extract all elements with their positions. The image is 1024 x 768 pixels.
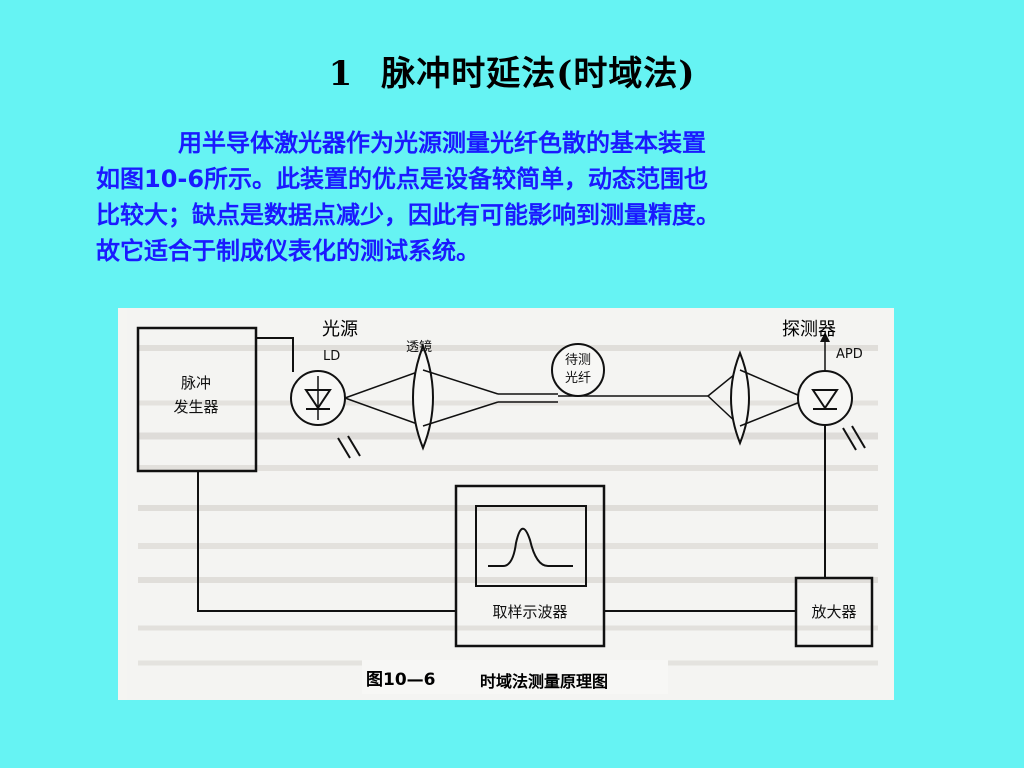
title-text: 脉冲时延法(时域法): [381, 54, 696, 94]
apd-label: APD: [836, 347, 863, 362]
figure-caption: 时域法测量原理图: [480, 672, 608, 691]
oscilloscope-label: 取样示波器: [492, 603, 567, 621]
pulse-generator-label: 脉冲: [181, 374, 211, 392]
paragraph-line: 比较大；缺点是数据点减少，因此有可能影响到测量精度。: [96, 201, 720, 229]
paragraph-line: 如图10-6所示。此装置的优点是设备较简单，动态范围也: [96, 165, 709, 193]
fiber-label: 待测: [565, 353, 591, 368]
lens-label: 透镜: [406, 340, 432, 355]
light-source-annotation: 光源: [322, 319, 358, 340]
apd-detector-icon: [797, 370, 853, 426]
generator-to-scope-wire: [197, 471, 456, 612]
time-domain-diagram: 脉冲 发生器 LD 透镜 待测 光纤 APD 取样示波器 放大器: [118, 308, 894, 700]
paragraph-line: 故它适合于制成仪表化的测试系统。: [96, 237, 480, 265]
diode-symbol-icon: [811, 389, 839, 410]
sampling-oscilloscope-box: [454, 484, 606, 648]
page-title: 1 脉冲时延法(时域法): [0, 46, 1024, 95]
generator-to-ld-wire: [256, 337, 294, 372]
pulse-generator-label: 发生器: [173, 398, 218, 416]
amplifier-label: 放大器: [811, 603, 856, 621]
title-number: 1: [328, 54, 354, 94]
description-paragraph: 用半导体激光器作为光源测量光纤色散的基本装置 如图10-6所示。此装置的优点是设…: [96, 125, 996, 269]
oscilloscope-screen: [475, 505, 587, 587]
scan-background-texture: [118, 308, 894, 700]
ld-label: LD: [323, 349, 340, 364]
fiber-label: 光纤: [565, 371, 591, 386]
detector-annotation: 探测器: [782, 319, 836, 340]
diagram-svg: 脉冲 发生器 LD 透镜 待测 光纤 APD 取样示波器 放大器: [118, 308, 894, 700]
fiber-coil-icon: [551, 343, 605, 397]
paragraph-line: 用半导体激光器作为光源测量光纤色散的基本装置: [178, 129, 706, 157]
lens-icon: [730, 350, 750, 446]
pulse-waveform: [488, 527, 573, 567]
figure-number: 图10—6: [366, 670, 436, 690]
